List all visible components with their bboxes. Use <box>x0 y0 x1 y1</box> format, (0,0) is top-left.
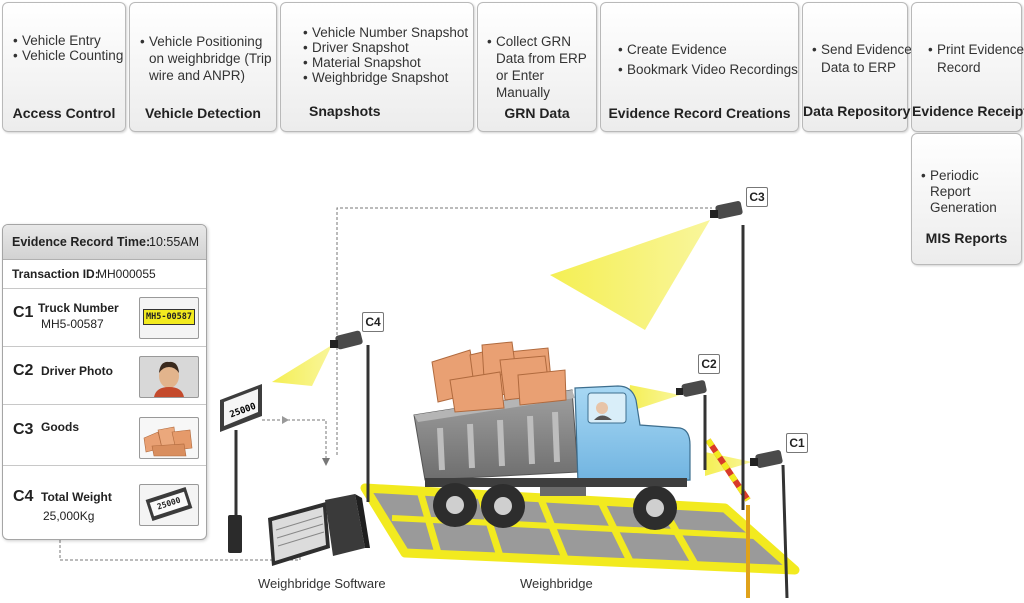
plate-thumbnail: MH5-00587 <box>139 297 199 339</box>
evidence-row-c4: C4 Total Weight 25,000Kg 25000 <box>3 466 206 539</box>
connector-arrow <box>282 416 289 424</box>
row-label: Goods <box>41 420 79 434</box>
goods-boxes <box>431 341 567 413</box>
step-bullets: Send Evidence Data to ERP <box>812 41 912 77</box>
step-title: Data Repository <box>803 103 911 119</box>
step-bullets: Vehicle Positioning on weighbridge (Trip… <box>140 33 276 84</box>
caption-weighbridge: Weighbridge <box>520 576 593 591</box>
boom-barrier <box>705 438 751 598</box>
step-bullets: Collect GRN Data from ERP or Enter Manua… <box>487 33 599 101</box>
transaction-value: MH000055 <box>97 267 156 281</box>
step-evidence-record-creations: Create Evidence Bookmark Video Recording… <box>600 2 799 132</box>
caption-weighbridge-software: Weighbridge Software <box>258 576 386 591</box>
row-camera-id: C4 <box>13 488 34 505</box>
step-title: Access Control <box>12 105 116 121</box>
row-label: Total Weight <box>41 490 112 504</box>
evidence-row-c3: C3 Goods <box>3 405 206 466</box>
row-value: 25,000Kg <box>43 509 95 523</box>
step-title: Evidence Record Creations <box>608 105 791 121</box>
camera-c1 <box>750 450 783 468</box>
evidence-row-c2: C2 Driver Photo <box>3 347 206 405</box>
step-bullets: Create Evidence Bookmark Video Recording… <box>618 40 798 80</box>
truck <box>413 341 691 530</box>
row-value: MH5-00587 <box>41 317 104 331</box>
transaction-row: Transaction ID: MH000055 <box>3 260 206 289</box>
beam-c2 <box>628 385 680 412</box>
row-label: Truck Number <box>38 301 119 315</box>
step-bullets: Vehicle Entry Vehicle Counting <box>13 33 123 63</box>
wheel <box>633 486 677 530</box>
step-bullets: Print Evidence Record <box>928 41 1024 77</box>
step-snapshots: Vehicle Number Snapshot Driver Snapshot … <box>280 2 474 132</box>
step-title: Evidence Receipt <box>912 103 1024 119</box>
driver-face-icon <box>154 361 184 397</box>
camera-poles <box>366 225 789 599</box>
camera-label-c4: C4 <box>362 312 384 332</box>
step-title: Snapshots <box>309 103 381 119</box>
panel-title: Evidence Record <box>12 235 114 249</box>
goods-thumbnail <box>139 417 199 459</box>
evidence-record-panel: Evidence Record Time: 10:55AM Transactio… <box>2 224 207 540</box>
row-camera-id: C2 <box>13 362 34 379</box>
weight-thumbnail: 25000 <box>139 484 199 526</box>
weight-display-board: 25000 <box>220 384 262 553</box>
time-label: Time: <box>117 235 151 249</box>
row-camera-id: C1 <box>13 304 34 321</box>
camera-c2 <box>676 380 707 397</box>
camera-c3 <box>710 201 743 219</box>
camera-label-c3: C3 <box>746 187 768 207</box>
step-access-control: Vehicle Entry Vehicle Counting Access Co… <box>2 2 126 132</box>
plate-text: MH5-00587 <box>143 309 195 325</box>
step-evidence-receipt: Print Evidence Record Evidence Receipt <box>911 2 1024 132</box>
step-data-repository: Send Evidence Data to ERP Data Repositor… <box>802 2 912 132</box>
row-camera-id: C3 <box>13 421 34 438</box>
mis-title: MIS Reports <box>925 230 1008 246</box>
time-value: 10:55AM <box>149 235 200 249</box>
panel-header: Evidence Record Time: 10:55AM <box>3 225 206 260</box>
step-grn-data: Collect GRN Data from ERP or Enter Manua… <box>477 2 597 132</box>
camera-label-c2: C2 <box>698 354 720 374</box>
connector-arrow <box>322 458 330 466</box>
boxes-icon <box>143 426 193 457</box>
driver-photo-thumbnail <box>139 356 199 398</box>
transaction-label: Transaction ID: <box>12 267 99 281</box>
step-vehicle-detection: Vehicle Positioning on weighbridge (Trip… <box>129 2 277 132</box>
beam-c3 <box>550 220 710 330</box>
step-bullets: Vehicle Number Snapshot Driver Snapshot … <box>303 25 468 85</box>
wheel <box>481 484 525 528</box>
weighbridge-computer <box>268 494 370 566</box>
step-title: Vehicle Detection <box>145 105 261 121</box>
step-title: GRN Data <box>504 105 570 121</box>
weighbridge-platform <box>360 483 800 575</box>
evidence-row-c1: C1 Truck Number MH5-00587 MH5-00587 <box>3 289 206 347</box>
beam-c4 <box>272 345 332 386</box>
wheel <box>433 483 477 527</box>
mis-reports-box: Periodic Report Generation MIS Reports <box>911 133 1022 265</box>
camera-c4 <box>330 330 363 350</box>
mis-bullets: Periodic Report Generation <box>921 168 1021 216</box>
camera-label-c1: C1 <box>786 433 808 453</box>
row-label: Driver Photo <box>41 364 114 378</box>
